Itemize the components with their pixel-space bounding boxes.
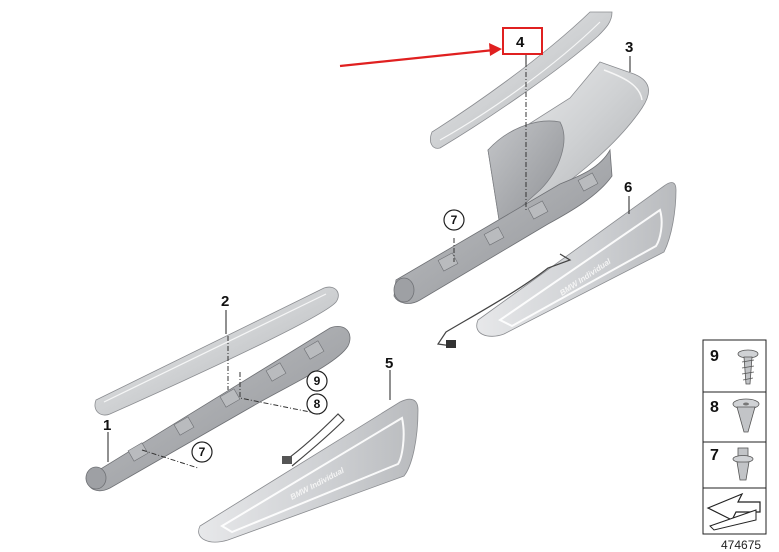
clip-icon [732, 447, 754, 481]
circle-marker-9: 9 [306, 370, 328, 392]
part-4-upper-trim [430, 11, 613, 149]
part-6-rear-sill-plate: BMW Individual [476, 182, 677, 337]
screw-icon [737, 349, 759, 385]
callout-6: 6 [624, 179, 632, 196]
part-5-cable [282, 413, 345, 467]
part-rear-carrier [393, 148, 613, 304]
svg-text:9: 9 [314, 374, 321, 388]
leader-lines [107, 54, 631, 462]
svg-text:8: 8 [314, 397, 321, 411]
legend-panel: 9 8 7 [702, 339, 767, 535]
diagram-reference-number: 474675 [721, 538, 761, 552]
legend-9-label: 9 [710, 348, 719, 365]
direction-arrow-icon [706, 492, 761, 531]
part-1-front-carrier [85, 326, 351, 492]
circle-marker-8: 8 [306, 393, 328, 415]
legend-8-label: 8 [710, 399, 719, 416]
circle-marker-7-lower: 7 [191, 441, 213, 463]
svg-text:7: 7 [199, 445, 206, 459]
callout-1: 1 [103, 417, 111, 434]
callout-2: 2 [221, 293, 229, 310]
svg-text:7: 7 [451, 213, 458, 227]
part-2-front-trim [94, 286, 339, 416]
part-5-front-sill-plate: BMW Individual [198, 398, 419, 543]
highlight-box [502, 27, 543, 55]
circle-marker-7-upper: 7 [443, 209, 465, 231]
expanding-nut-icon [732, 398, 760, 433]
callout-4: 4 [516, 34, 525, 51]
callout-5: 5 [385, 355, 393, 372]
installation-lines [141, 62, 527, 469]
callout-3: 3 [625, 39, 633, 56]
highlight-arrow [339, 43, 502, 68]
legend-7-label: 7 [710, 447, 719, 464]
part-6-cable [436, 253, 572, 348]
